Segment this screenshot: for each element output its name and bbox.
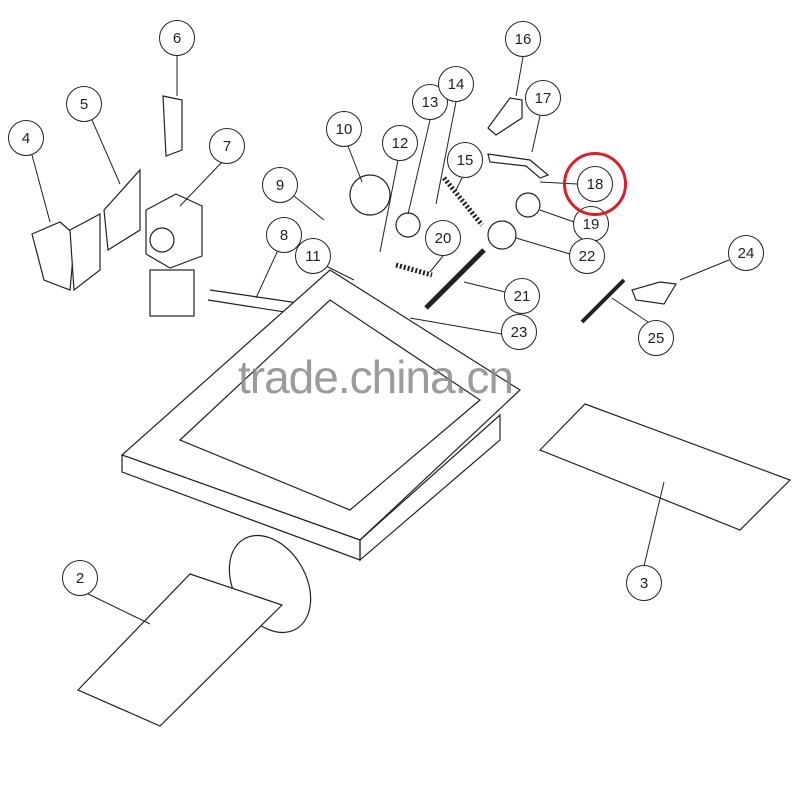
part-7-gearbox xyxy=(145,193,203,317)
callout-part-9: 9 xyxy=(262,167,298,203)
callout-part-3: 3 xyxy=(626,565,662,601)
part-3-cover xyxy=(538,403,792,531)
part-20-spring xyxy=(395,262,433,278)
watermark: trade.china.cn xyxy=(238,351,514,403)
callout-part-12: 12 xyxy=(382,125,418,161)
part-22-sprocket xyxy=(487,220,517,250)
part-6-bracket xyxy=(162,95,183,157)
callout-part-24: 24 xyxy=(728,235,764,271)
callout-part-25: 25 xyxy=(638,320,674,356)
callout-part-5: 5 xyxy=(66,86,102,122)
callout-part-14: 14 xyxy=(438,66,474,102)
part-5-plate xyxy=(103,168,141,252)
part-24 xyxy=(631,281,677,305)
part-2-cover xyxy=(76,573,284,727)
callout-part-6: 6 xyxy=(159,20,195,56)
callout-part-23: 23 xyxy=(501,314,537,350)
part-21-shaft xyxy=(424,248,486,310)
callout-part-15: 15 xyxy=(447,142,483,178)
callout-part-2: 2 xyxy=(62,560,98,596)
callout-part-20: 20 xyxy=(425,220,461,256)
callout-part-8: 8 xyxy=(266,217,302,253)
callout-part-7: 7 xyxy=(209,128,245,164)
callout-part-16: 16 xyxy=(505,21,541,57)
part-19 xyxy=(515,192,541,218)
part-16 xyxy=(487,97,523,136)
callout-part-10: 10 xyxy=(326,111,362,147)
part-17 xyxy=(487,153,550,179)
highlight-circle xyxy=(563,152,627,216)
callout-part-21: 21 xyxy=(504,278,540,314)
callout-part-4: 4 xyxy=(8,120,44,156)
callout-part-17: 17 xyxy=(525,80,561,116)
part-15-chain xyxy=(442,176,484,227)
callout-part-22: 22 xyxy=(569,238,605,274)
part-4-bracket xyxy=(31,213,101,292)
part-25-pin xyxy=(580,278,626,324)
part-13-sprocket xyxy=(395,212,421,238)
part-10-sprocket xyxy=(349,174,391,216)
callout-part-11: 11 xyxy=(295,238,331,274)
hopper-frame xyxy=(120,269,521,634)
